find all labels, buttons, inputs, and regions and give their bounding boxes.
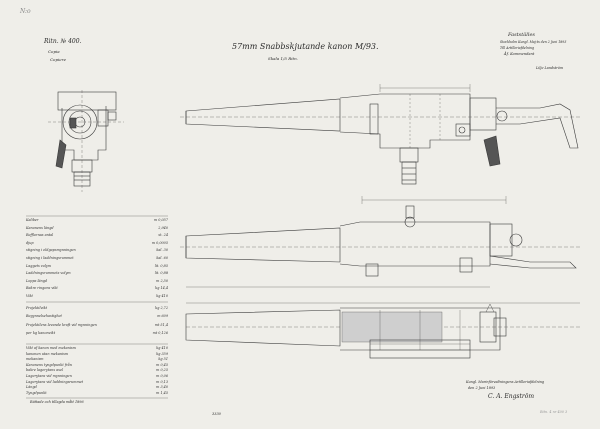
spec-value: kg 410 (156, 294, 168, 298)
approval-signature: Lilje Landström (536, 66, 564, 70)
spec-label: kanonen utan mekanism (26, 351, 69, 356)
bottom-sign-line2: den 2 Juni 1893 (468, 386, 496, 390)
bottom-sign-line1: Kungl. Marinförvaltningens Artilleriafde… (466, 380, 545, 384)
footnote: Rättade och tillagda mått 1896 (30, 400, 84, 404)
spec-value: kg 359 (156, 351, 168, 356)
spec-label: Tyngdpunkt (26, 390, 47, 395)
spec-label: Lopps längd (26, 278, 48, 283)
spec-value: m 0,45 (156, 362, 168, 367)
spec-label: mekanism (26, 357, 44, 362)
spec-label: bakre lagerytans axel (26, 368, 64, 373)
spec-value: kal. 30 (156, 248, 168, 253)
spec-label: per kg kanonvikt (26, 331, 56, 336)
spec-value: m 0,13 (156, 379, 168, 384)
spec-value: st. 24 (158, 233, 168, 238)
spec-label: Lagerytans vid laddningsrummet (26, 379, 84, 384)
spec-label: Projektilens levande kraft vid mynningen (26, 322, 97, 327)
bottom-signature: C. A. Engström (488, 393, 535, 400)
sheet-code: 3330 (212, 412, 221, 416)
gun-side-view (180, 196, 580, 288)
spec-label: Kanonens tyngdpunkt från (26, 362, 72, 367)
spec-value: mt 51,4 (154, 322, 168, 327)
spec-value: kal. 60 (156, 256, 168, 260)
approval-title: Fastställes (508, 32, 535, 38)
spec-value: kg 2,72 (155, 306, 168, 310)
spec-value: kg 14,4 (155, 286, 168, 291)
spec-label: Refflornas antal (26, 233, 54, 238)
spec-label: djup (26, 240, 34, 245)
spec-label: Begynnelsehastighet (26, 314, 62, 319)
spec-value: m 0,06 (156, 374, 168, 378)
ref-sub2: Copiere (50, 57, 66, 62)
corner-stamp: Ritn. 4 nr 400 3 (540, 410, 568, 414)
gun-section-view (185, 302, 580, 359)
spec-value: m 2,50 (156, 278, 168, 283)
spec-label: Lagerytans vid mynningen (26, 374, 72, 378)
spec-value: m 3,40 (156, 385, 168, 390)
ref-number: Ritn. № 400. (44, 38, 82, 45)
spec-label: Vikt af kanon med mekanism (26, 346, 76, 350)
spec-label: Vikt (26, 294, 33, 298)
approval-line3: Åf. Kommendant (504, 52, 535, 56)
approval-line2: Till Artilleriafdelning (500, 46, 534, 50)
spec-label: stigning i eldgapsmynningen (26, 248, 76, 253)
spec-label: Längd (26, 385, 37, 390)
spec-value: 2,940 (158, 225, 168, 230)
gun-elevation-view (180, 84, 580, 185)
drawing-scale: Skala 1/5 Ritn. (268, 56, 298, 61)
spec-label: Laggets volym (26, 263, 51, 268)
spec-value: m 0,0005 (151, 240, 168, 245)
spec-value: m 609 (157, 314, 168, 319)
corner-mark: N:o (20, 8, 31, 15)
spec-label: Kanonens längd (26, 225, 54, 230)
drawing-title: 57mm Snabbskjutande kanon M/93. (232, 42, 379, 51)
spec-value: lit. 0,85 (154, 263, 168, 268)
spec-value: kg 51 (158, 357, 168, 362)
spec-label: stigning i laddningsrummet (26, 256, 74, 260)
spec-value: kg 410 (156, 346, 168, 350)
spec-value: m 0,057 (154, 218, 168, 222)
spec-value: m 1,45 (156, 390, 168, 395)
spec-label: Laddningsrummets volym (26, 271, 71, 276)
spec-value: m 0,25 (156, 368, 168, 373)
spec-label: Kaliber (26, 218, 39, 222)
spec-value: mt 0,126 (152, 331, 168, 336)
spec-label: Projektilvikt (26, 306, 48, 310)
spec-table-lines (26, 215, 168, 399)
breech-side-view (48, 90, 124, 192)
approval-line1: Stockholm Kungl. Maj:ts den 2 Juni 1893 (500, 40, 567, 44)
spec-value: lit. 0,88 (154, 271, 168, 276)
ref-sub1: Copia (48, 49, 60, 54)
spec-label: Bakre ringens vikt (26, 286, 58, 291)
